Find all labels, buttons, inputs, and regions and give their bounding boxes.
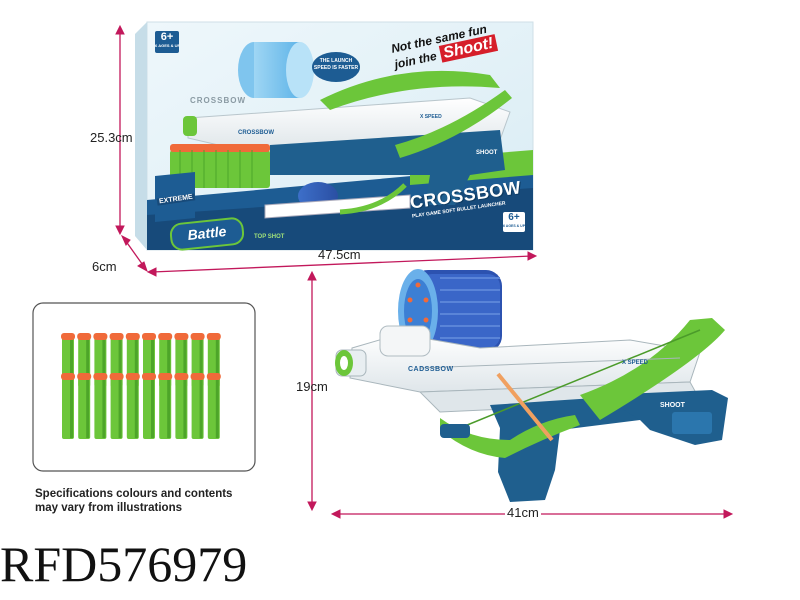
foam-dart-tip bbox=[93, 373, 108, 380]
age-badge-2: 6+ 6 AGES & UP bbox=[503, 212, 525, 232]
foam-dart-shade bbox=[199, 340, 203, 386]
brand-text: Battle bbox=[186, 223, 228, 243]
disclaimer-line1: Specifications colours and contents bbox=[35, 488, 233, 500]
package-xspeed: X SPEED bbox=[420, 114, 442, 120]
darts-grid bbox=[61, 333, 221, 439]
foam-dart-shade bbox=[70, 340, 73, 386]
foam-dart-tip bbox=[158, 373, 173, 380]
foam-dart-tip bbox=[77, 373, 92, 380]
foam-dart-tip bbox=[125, 373, 140, 380]
foam-dart-shade bbox=[118, 340, 122, 386]
foam-dart-shade bbox=[134, 380, 138, 438]
foam-dart-shade bbox=[183, 380, 187, 438]
brand-tag: TOP SHOT bbox=[254, 234, 285, 240]
foam-dart-tip bbox=[109, 373, 124, 380]
foam-dart-tip bbox=[174, 333, 189, 340]
age-badge-value: 6+ bbox=[160, 31, 174, 43]
dimension-box-depth: 6cm bbox=[92, 259, 117, 274]
disclaimer-line2: may vary from illustrations bbox=[35, 502, 182, 514]
foam-dart-tip bbox=[206, 333, 221, 340]
foam-dart-tip bbox=[109, 333, 124, 340]
foam-dart-tip bbox=[190, 373, 205, 380]
foam-dart-tip bbox=[93, 333, 108, 340]
foam-dart-shade bbox=[70, 380, 73, 438]
toy-shoot-label: SHOOT bbox=[660, 402, 685, 409]
dimension-box-width: 47.5cm bbox=[318, 247, 361, 262]
foam-dart-shade bbox=[167, 340, 171, 386]
toy-crossbow bbox=[335, 269, 728, 502]
foam-dart-tip bbox=[61, 333, 75, 340]
toy-xspeed-label: X SPEED bbox=[622, 360, 649, 366]
foam-dart-shade bbox=[86, 380, 90, 438]
foam-dart-shade bbox=[102, 380, 106, 438]
age-badge-2-value: 6+ bbox=[508, 212, 520, 223]
foam-dart-shade bbox=[215, 340, 219, 386]
foam-dart-tip bbox=[142, 373, 156, 380]
dimension-toy-height: 19cm bbox=[296, 379, 328, 394]
foam-dart-tip bbox=[61, 373, 75, 380]
age-badge-2-sub: 6 AGES & UP bbox=[503, 224, 525, 228]
package-side-label: CROSSBOW bbox=[190, 96, 246, 105]
toy-body-label: CADSSBOW bbox=[408, 366, 454, 373]
foam-dart-shade bbox=[151, 380, 154, 438]
foam-dart-tip bbox=[158, 333, 173, 340]
foam-dart-shade bbox=[151, 340, 154, 386]
foam-dart-shade bbox=[118, 380, 122, 438]
foam-dart-tip bbox=[174, 373, 189, 380]
foam-dart-tip bbox=[142, 333, 156, 340]
foam-dart-shade bbox=[167, 380, 171, 438]
dimension-box-height: 25.3cm bbox=[90, 130, 133, 145]
package-shoot-label: SHOOT bbox=[476, 150, 498, 156]
foam-dart-shade bbox=[183, 340, 187, 386]
foam-dart-tip bbox=[125, 333, 140, 340]
foam-dart-tip bbox=[206, 373, 221, 380]
disclaimer: Specifications colours and contents may … bbox=[35, 487, 232, 515]
foam-dart-shade bbox=[215, 380, 219, 438]
package-barrel-label: CROSSBOW bbox=[238, 130, 274, 136]
foam-dart-shade bbox=[102, 340, 106, 386]
age-badge-sub: 6 AGES & UP bbox=[155, 43, 179, 48]
foam-dart-tip bbox=[190, 333, 205, 340]
speed-badge: THE LAUNCH SPEED IS FASTER bbox=[312, 52, 360, 82]
speed-badge-text: THE LAUNCH SPEED IS FASTER bbox=[313, 58, 359, 71]
dimension-toy-width: 41cm bbox=[505, 505, 541, 520]
package-crossbow-image bbox=[155, 42, 512, 222]
foam-dart-tip bbox=[77, 333, 92, 340]
foam-dart-shade bbox=[134, 340, 138, 386]
foam-dart-shade bbox=[199, 380, 203, 438]
age-badge: 6+ 6 AGES & UP bbox=[155, 31, 179, 53]
product-sku: RFD576979 bbox=[0, 536, 248, 592]
foam-dart-shade bbox=[86, 340, 90, 386]
